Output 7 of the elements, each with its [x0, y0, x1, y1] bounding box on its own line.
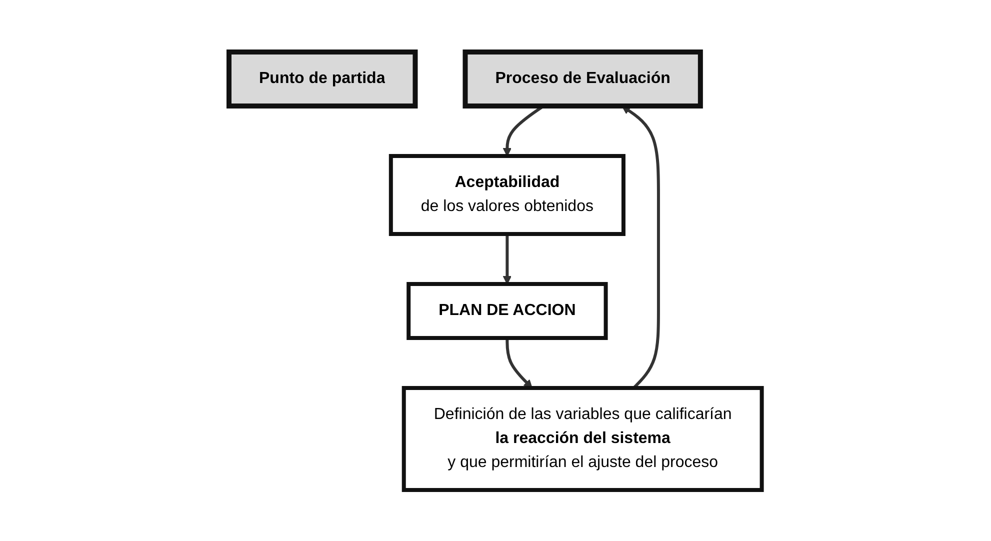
node-box: Definición de las variables que calificarían la reacción del sistema y que permitirían el ajuste del proceso [402, 386, 764, 492]
node-box: Punto de partida [226, 49, 418, 108]
node-box: Aceptabilidad de los valores obtenidos [389, 154, 626, 236]
node-box: Proceso de Evaluación [462, 49, 704, 108]
node-box: PLAN DE ACCION [406, 282, 608, 340]
arrow [506, 338, 533, 388]
arrow [502, 234, 512, 284]
